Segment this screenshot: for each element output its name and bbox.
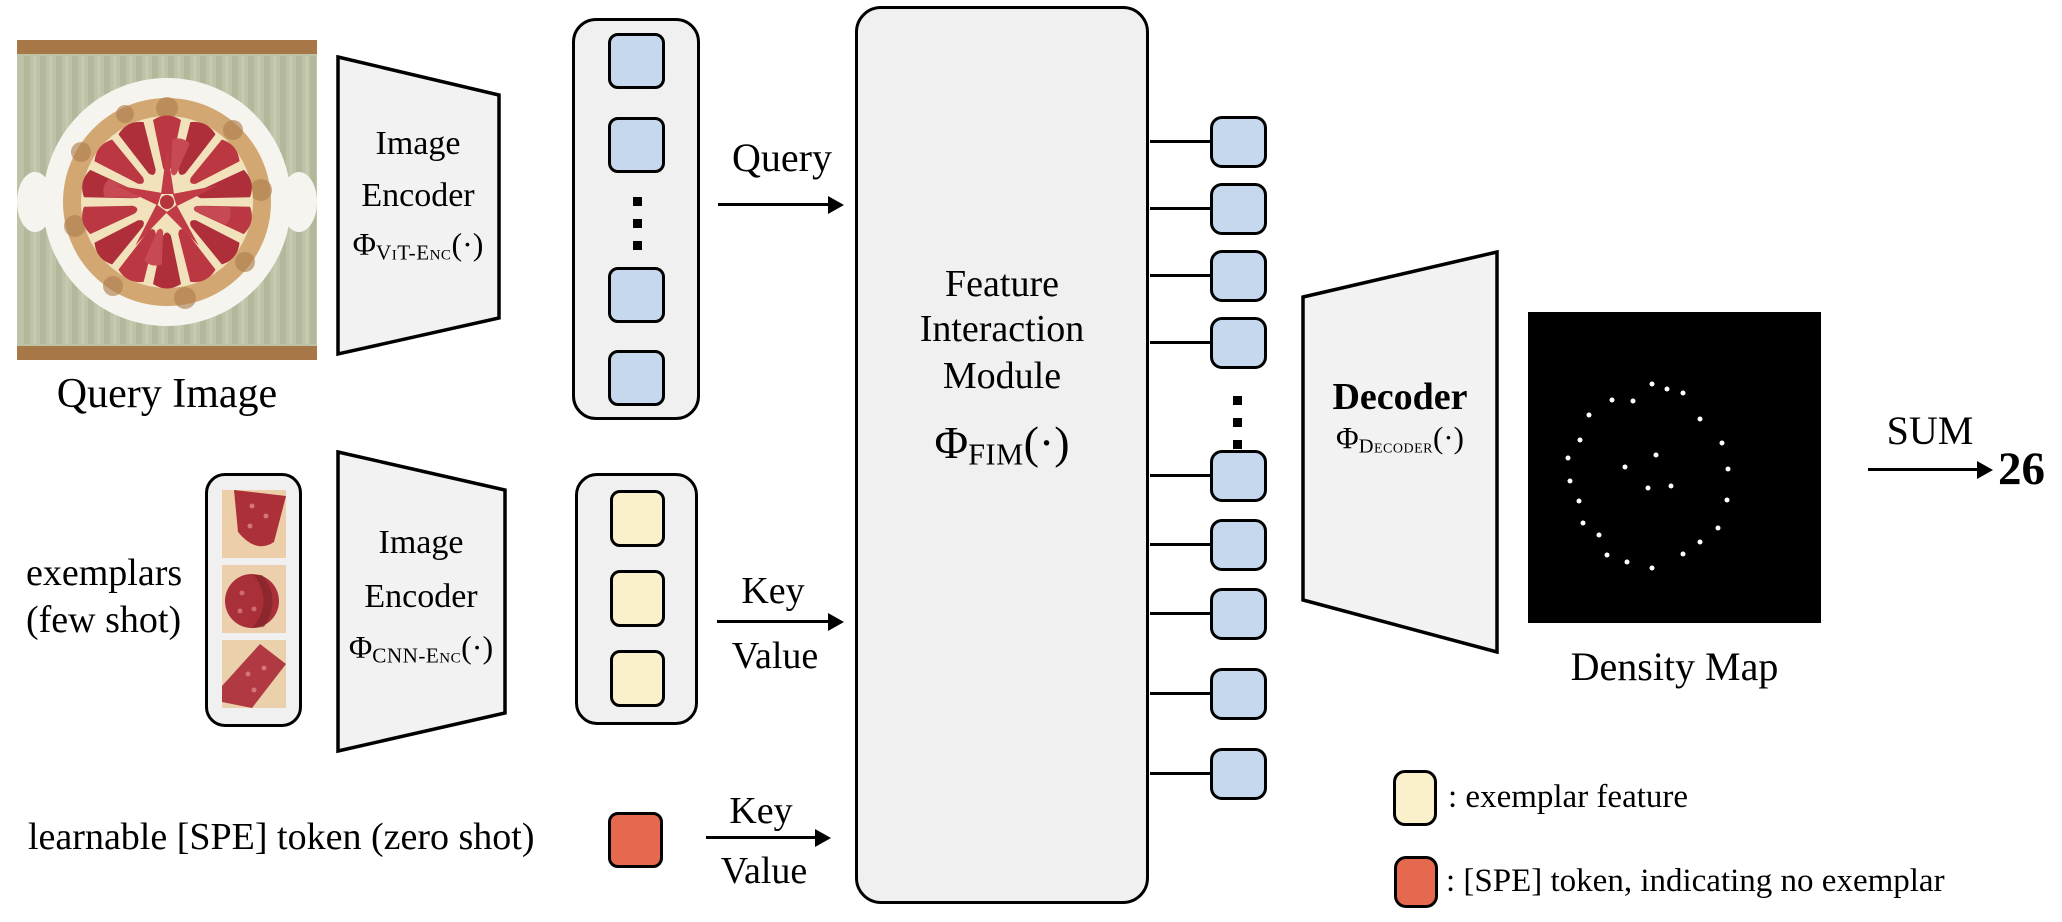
density-dot xyxy=(1586,412,1592,418)
output-feature-token xyxy=(1210,668,1267,720)
fim-output-connector xyxy=(1150,274,1210,277)
density-dot xyxy=(1630,398,1636,404)
decoder-label: Decoder xyxy=(1332,376,1468,418)
vit-encoder-shape xyxy=(336,55,501,357)
density-dot xyxy=(1645,485,1651,491)
ellipsis-dot xyxy=(633,241,642,250)
vit-encoder-label-line1: Image xyxy=(375,125,461,162)
exemplars-label-line1: exemplars xyxy=(26,552,183,594)
density-dot xyxy=(1725,466,1731,472)
vit-encoder-formula: ΦViT-Enc(·) xyxy=(352,226,484,265)
density-dot xyxy=(1565,455,1571,461)
density-dot xyxy=(1649,381,1655,387)
density-map-label: Density Map xyxy=(1570,644,1779,689)
density-dot xyxy=(1622,464,1628,470)
legend-spe-swatch xyxy=(1394,856,1438,908)
legend-exemplar-swatch xyxy=(1393,770,1437,826)
predicted-count: 26 xyxy=(1998,443,2045,495)
fim-label-line2: Interaction xyxy=(919,308,1085,350)
density-dot xyxy=(1697,416,1703,422)
density-dot xyxy=(1697,539,1703,545)
fim-label-line1: Feature xyxy=(945,263,1059,305)
density-dot xyxy=(1719,440,1725,446)
value-exemplar-label: Value xyxy=(731,635,819,677)
ellipsis-dot xyxy=(633,197,642,206)
query-feature-token xyxy=(608,117,665,173)
value-spe-label: Value xyxy=(720,850,808,892)
exemplar-feature-token xyxy=(610,650,665,707)
output-feature-token xyxy=(1210,588,1267,640)
output-feature-token xyxy=(1210,317,1267,369)
ellipsis-dot xyxy=(1233,418,1242,427)
output-feature-token xyxy=(1210,519,1267,571)
exemplar-feature-token xyxy=(610,490,665,547)
decoder-formula: ΦDecoder(·) xyxy=(1336,420,1464,458)
density-map xyxy=(1528,312,1821,623)
query-arrow-label: Query xyxy=(732,135,832,180)
vit-encoder-label-line2: Encoder xyxy=(361,177,475,214)
fim-box xyxy=(855,6,1149,904)
query-arrow xyxy=(718,203,829,206)
exemplar-crop-1 xyxy=(222,490,286,558)
density-dot xyxy=(1680,551,1686,557)
fim-output-connector xyxy=(1150,612,1210,615)
fim-label-line3: Module xyxy=(942,355,1062,397)
exemplar-feature-token xyxy=(610,570,665,627)
fim-output-connector xyxy=(1150,772,1210,775)
density-dot xyxy=(1664,386,1670,392)
output-feature-token xyxy=(1210,116,1267,168)
query-feature-token xyxy=(608,350,665,406)
cnn-encoder-formula: ΦCNN-Enc(·) xyxy=(348,629,494,668)
ellipsis-dot xyxy=(1233,440,1242,449)
density-dot xyxy=(1680,390,1686,396)
fim-output-connector xyxy=(1150,543,1210,546)
fim-formula: ΦFIM(·) xyxy=(934,417,1070,472)
density-dot xyxy=(1624,559,1630,565)
legend-spe-text: : [SPE] token, indicating no exemplar xyxy=(1446,863,1945,899)
key-spe-label: Key xyxy=(729,790,793,832)
query-feature-token xyxy=(608,267,665,323)
cnn-encoder-label-line1: Image xyxy=(378,524,464,561)
cnn-encoder-label-line2: Encoder xyxy=(364,578,478,615)
cnn-encoder-shape xyxy=(336,450,507,754)
fim-output-connector xyxy=(1150,207,1210,210)
density-dot xyxy=(1668,483,1674,489)
key-value-exemplar-arrow xyxy=(717,620,829,623)
decoder-shape xyxy=(1301,250,1499,654)
exemplar-crop-3 xyxy=(222,640,286,708)
key-exemplar-label: Key xyxy=(741,570,805,612)
density-dot xyxy=(1580,520,1586,526)
fim-output-connector xyxy=(1150,341,1210,344)
density-dot xyxy=(1577,437,1583,442)
density-dot xyxy=(1715,525,1721,531)
output-feature-token xyxy=(1210,450,1267,502)
query-feature-token xyxy=(608,33,665,89)
spe-token xyxy=(608,812,663,868)
spe-label: learnable [SPE] token (zero shot) xyxy=(28,816,535,858)
legend-exemplar-text: : exemplar feature xyxy=(1448,779,1689,815)
density-dot xyxy=(1724,497,1730,503)
output-feature-token xyxy=(1210,748,1267,800)
density-dot xyxy=(1596,532,1602,538)
sum-arrow xyxy=(1868,468,1978,471)
output-feature-token xyxy=(1210,183,1267,235)
density-dot xyxy=(1609,397,1615,403)
fim-output-connector xyxy=(1150,140,1210,143)
query-image-caption: Query Image xyxy=(56,371,278,417)
key-value-spe-arrow xyxy=(706,836,816,839)
output-feature-token xyxy=(1210,250,1267,302)
ellipsis-dot xyxy=(1233,396,1242,405)
density-dot xyxy=(1653,452,1659,458)
ellipsis-dot xyxy=(633,219,642,228)
density-dot xyxy=(1576,498,1582,504)
density-dot xyxy=(1649,565,1655,571)
fim-output-connector xyxy=(1150,692,1210,695)
sum-label: SUM xyxy=(1886,408,1974,453)
exemplars-label-line2: (few shot) xyxy=(26,599,182,641)
query-image xyxy=(17,40,317,360)
exemplar-crop-2 xyxy=(222,565,286,633)
density-dot xyxy=(1567,478,1573,484)
density-dot xyxy=(1604,552,1610,558)
fim-output-connector xyxy=(1150,474,1210,477)
